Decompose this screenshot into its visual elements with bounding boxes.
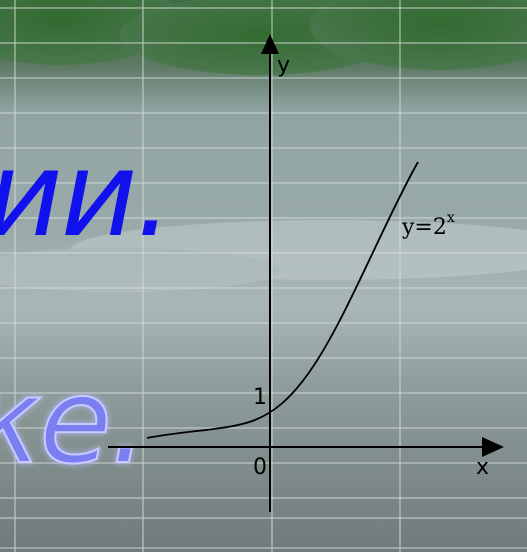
unit-tick-label: 1 — [253, 385, 267, 410]
origin-label: 0 — [253, 455, 267, 480]
background-mist — [0, 220, 527, 292]
background-trees — [0, 0, 527, 75]
x-axis-arrow — [482, 437, 504, 457]
curve-formula-label: y=2x — [401, 210, 455, 240]
y-axis-label: y — [277, 53, 290, 78]
big-text-line-2: ке. — [0, 352, 145, 490]
exponential-curve — [146, 161, 419, 439]
curve-formula-base: y=2 — [401, 215, 447, 240]
graph: y x 0 1 y=2x — [108, 34, 504, 512]
curve-formula-exponent: x — [447, 210, 455, 226]
big-text-line-1: ии. — [0, 125, 171, 263]
y-axis-arrow — [261, 34, 279, 54]
x-axis-label: x — [476, 455, 489, 480]
